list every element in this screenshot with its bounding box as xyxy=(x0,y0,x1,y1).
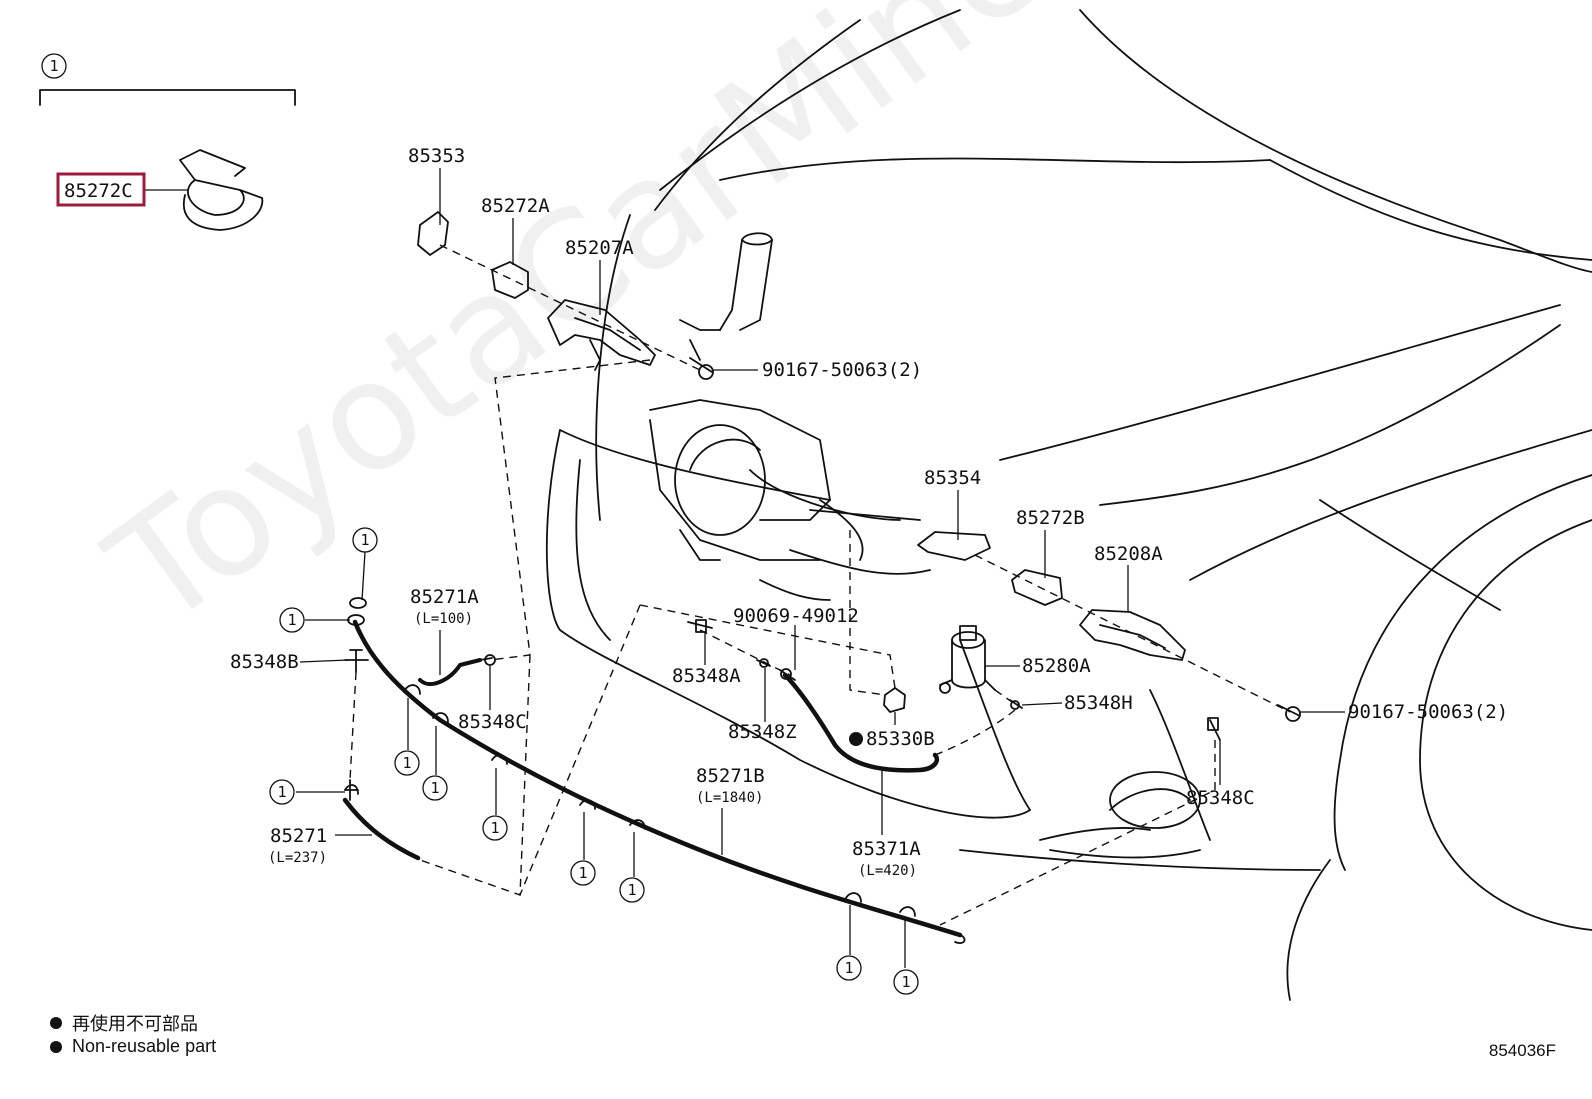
dashed-h-link xyxy=(994,689,1013,703)
clip-85272C xyxy=(179,149,264,231)
nozzle-85208A xyxy=(1079,609,1186,661)
part-label-85272A[interactable]: 85272A xyxy=(481,195,550,217)
part-label-90069-49012[interactable]: 90069-49012 xyxy=(733,605,859,627)
dashed-vertical-left xyxy=(349,671,357,781)
legend-dot-icon xyxy=(50,1040,62,1053)
legend-text-jp: 再使用不可部品 xyxy=(72,1014,198,1034)
dashed-leader-right xyxy=(974,554,1291,713)
part-label-85271A[interactable]: 85271A xyxy=(410,586,479,608)
cap-85353 xyxy=(417,211,449,256)
connector-85348B xyxy=(344,649,369,673)
group-marker: 1 xyxy=(277,783,286,801)
part-label-85272C[interactable]: 85272C xyxy=(64,180,133,202)
leader-85348B xyxy=(299,659,349,663)
part-label-85280A[interactable]: 85280A xyxy=(1022,655,1091,677)
highlight-box-85272C xyxy=(56,172,146,207)
length-85271: (L=237) xyxy=(268,850,327,866)
part-label-85207A[interactable]: 85207A xyxy=(565,237,634,259)
part-label-85208A[interactable]: 85208A xyxy=(1094,543,1163,565)
group-marker: 1 xyxy=(402,754,411,772)
part-label-85348H[interactable]: 85348H xyxy=(1064,692,1133,714)
length-85271B: (L=1840) xyxy=(696,790,763,806)
dashed-frame-pump xyxy=(849,530,886,696)
hose-85271 xyxy=(342,797,421,861)
part-label-85348B[interactable]: 85348B xyxy=(230,651,299,673)
group-marker: 1 xyxy=(627,881,636,899)
part-label-85354[interactable]: 85354 xyxy=(924,467,981,489)
hose-clips xyxy=(344,684,916,917)
dashed-pump-link xyxy=(934,709,1016,756)
connector-85348C-right xyxy=(1207,717,1221,741)
part-label-90167-50063-right[interactable]: 90167-50063(2) xyxy=(1348,701,1508,723)
group-marker-main: 1 xyxy=(49,57,58,75)
part-label-85371A[interactable]: 85371A xyxy=(852,838,921,860)
part-label-85348C-left[interactable]: 85348C xyxy=(458,711,527,733)
part-label-85272B[interactable]: 85272B xyxy=(1016,507,1085,529)
grommet-85330B xyxy=(883,687,906,713)
length-85371A: (L=420) xyxy=(858,863,917,879)
part-label-90167-50063-top[interactable]: 90167-50063(2) xyxy=(762,359,922,381)
part-label-85271B[interactable]: 85271B xyxy=(696,765,765,787)
group-marker: 1 xyxy=(430,779,439,797)
cover-85272A xyxy=(491,261,529,299)
hose-85271B xyxy=(352,619,966,944)
hose-85271A xyxy=(418,654,496,686)
washer-tank-filler xyxy=(679,232,773,361)
pump-85280A xyxy=(939,625,996,694)
bolt-right xyxy=(1277,704,1301,722)
dashed-frame-center xyxy=(519,604,641,896)
nozzle-85207A xyxy=(547,299,656,371)
connector-85348Z xyxy=(756,658,796,681)
length-85271A: (L=100) xyxy=(414,611,473,627)
group-marker: 1 xyxy=(360,531,369,549)
part-label-85330B[interactable]: 85330B xyxy=(866,728,935,750)
group-marker: 1 xyxy=(490,819,499,837)
part-label-85353[interactable]: 85353 xyxy=(408,145,465,167)
legend-row-en: Non-reusable part xyxy=(50,1036,216,1057)
non-reusable-dot-85330B xyxy=(849,732,863,746)
hose-85371A xyxy=(782,672,940,773)
group-marker: 1 xyxy=(287,611,296,629)
group-marker: 1 xyxy=(578,864,587,882)
group-bracket xyxy=(39,89,296,106)
diagram-code: 854036F xyxy=(1488,1041,1556,1060)
legend-row-jp: 再使用不可部品 xyxy=(50,1010,198,1036)
bolt-top xyxy=(689,357,714,380)
part-label-85348A[interactable]: 85348A xyxy=(672,665,741,687)
cap-85354 xyxy=(917,531,991,561)
part-label-85348Z[interactable]: 85348Z xyxy=(728,721,797,743)
legend-dot-icon xyxy=(50,1017,62,1029)
dashed-leader-top xyxy=(439,244,701,371)
dashed-frame-mid xyxy=(639,604,896,689)
part-label-85348C-right[interactable]: 85348C xyxy=(1186,787,1255,809)
connector-85348A xyxy=(687,619,713,633)
part-label-85271[interactable]: 85271 xyxy=(270,825,327,847)
car-body-outline xyxy=(545,9,1592,1001)
group-marker: 1 xyxy=(844,959,853,977)
leader-85348H xyxy=(1021,702,1063,706)
dashed-hose-link xyxy=(699,629,791,676)
dashed-bottom-right xyxy=(939,740,1216,926)
group-marker: 1 xyxy=(901,973,910,991)
legend-text-en: Non-reusable part xyxy=(72,1036,217,1056)
cover-85272B xyxy=(1011,569,1063,606)
